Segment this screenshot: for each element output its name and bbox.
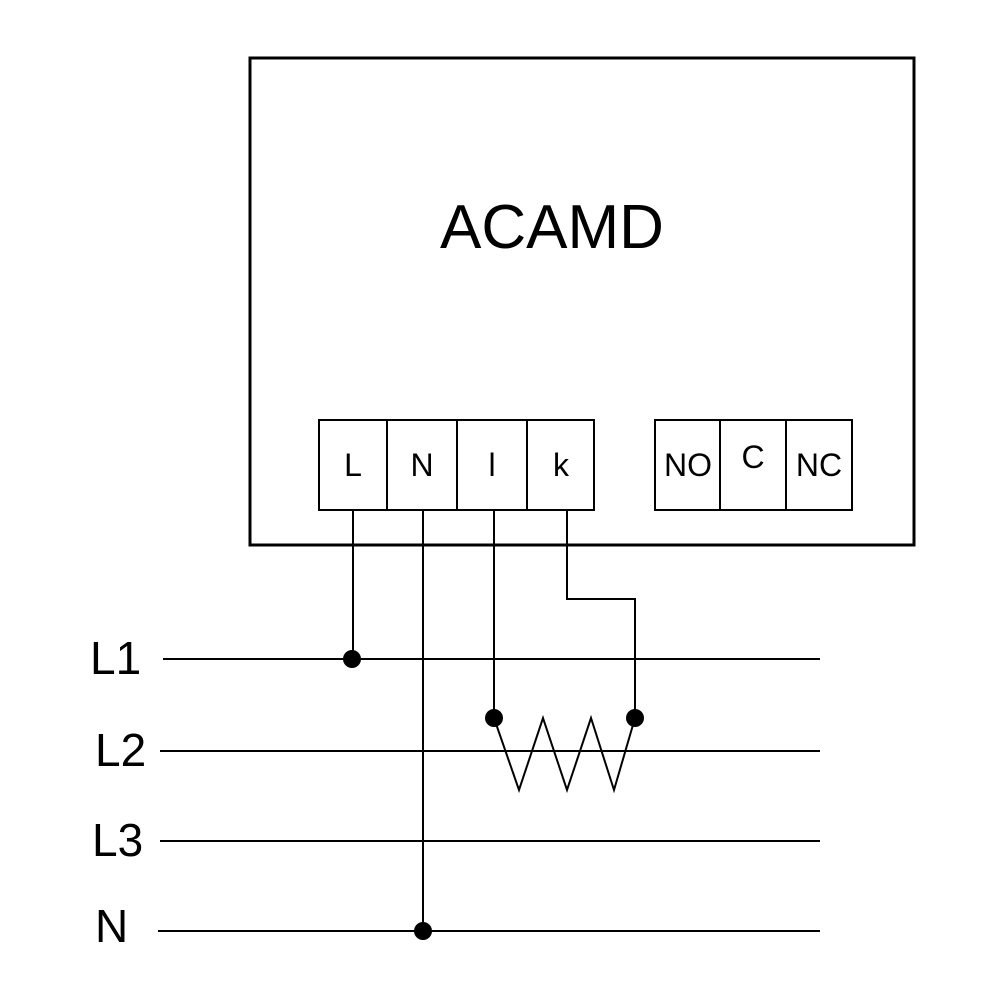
junction-dot	[343, 650, 361, 668]
input-terminal-block: L N l k	[318, 419, 595, 511]
line-label: L1	[90, 632, 141, 684]
wire-k-ct	[566, 510, 636, 718]
relay-terminal-block: NO C NC	[654, 419, 853, 511]
terminal-no	[654, 419, 721, 511]
terminal-label: L	[344, 447, 362, 483]
terminal-l	[318, 419, 388, 511]
junction-dots	[343, 650, 644, 940]
terminal-label: k	[553, 447, 570, 483]
line-label: N	[95, 900, 128, 952]
junction-dot	[414, 922, 432, 940]
terminal-label: C	[741, 439, 764, 475]
line-label: L3	[92, 814, 143, 866]
connection-wires	[352, 510, 636, 931]
terminal-nc	[785, 419, 853, 511]
line-label: L2	[95, 724, 146, 776]
terminal-k-ct	[526, 419, 595, 511]
current-transformer-coil	[493, 714, 636, 794]
bus-lines: L1 L2 L3 N	[90, 632, 820, 952]
junction-dot	[626, 709, 644, 727]
terminal-label: NC	[796, 447, 842, 483]
terminal-c	[719, 419, 787, 511]
terminal-label: N	[410, 447, 433, 483]
terminal-label: l	[488, 447, 495, 483]
device-title: ACAMD	[440, 193, 664, 262]
terminal-label: NO	[664, 447, 712, 483]
junction-dot	[485, 709, 503, 727]
